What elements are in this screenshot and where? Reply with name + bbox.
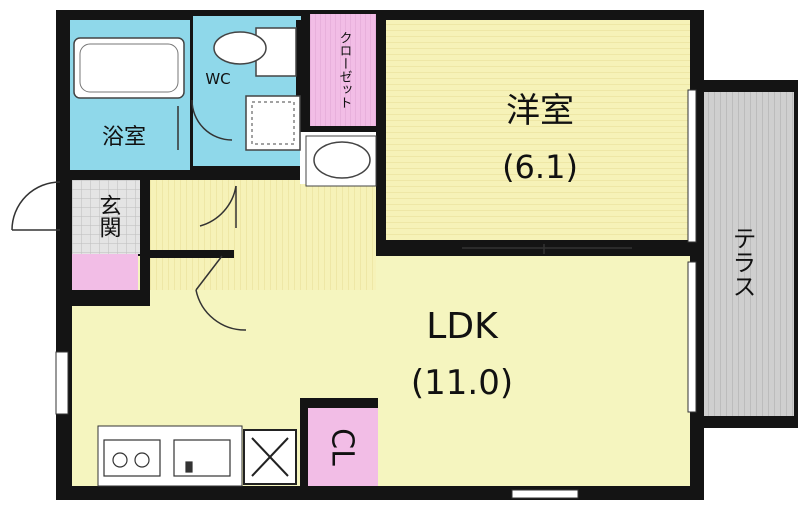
bath-label: 浴室 (102, 125, 146, 150)
entrance-label: 玄関 (96, 194, 121, 238)
kitchen-fixtures (103, 439, 231, 477)
bathtub (73, 37, 185, 99)
toilet (213, 27, 297, 77)
room-label-ldk: LDK (11.0) (411, 306, 513, 403)
cl-label: CL (325, 428, 360, 466)
western-room-floor (386, 20, 690, 246)
ldk-size: (11.0) (411, 363, 513, 403)
terrace-label: テラス (728, 226, 756, 298)
washing-machine-space (245, 95, 301, 151)
wc-label: WC (205, 70, 230, 88)
entrance-floor (72, 180, 140, 254)
western-room-name: 洋室 (506, 91, 574, 131)
ldk-name: LDK (426, 306, 499, 347)
kitchen-counter (97, 425, 243, 487)
shoe-box (72, 254, 138, 290)
room-label-western: 洋室 (6.1) (502, 91, 578, 186)
terrace (690, 80, 798, 428)
closet-floor (310, 14, 378, 128)
western-room-size: (6.1) (502, 148, 578, 186)
cl-floor (308, 408, 378, 486)
closet-label: クローゼット (337, 31, 353, 109)
doors (11, 99, 632, 331)
windows (55, 89, 697, 499)
hallway-floor (150, 180, 376, 290)
wash-basin (305, 135, 377, 187)
refrigerator-space (243, 429, 297, 485)
